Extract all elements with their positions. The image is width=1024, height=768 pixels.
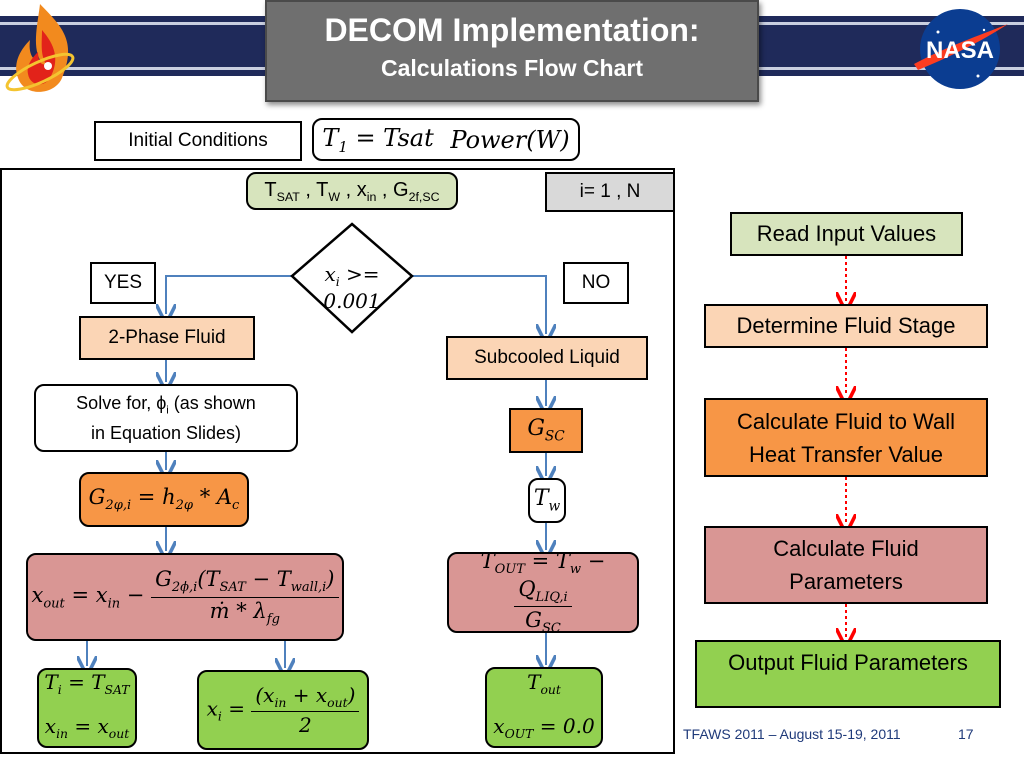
result-xi-box: xi = (xin + xout) 2 <box>197 670 369 750</box>
result-xout: xOUT = 0.0 <box>493 713 595 741</box>
subcooled-liquid-box: Subcooled Liquid <box>446 336 648 380</box>
loop-index-box: i= 1 , N <box>545 172 675 212</box>
slide-subtitle: Calculations Flow Chart <box>381 55 643 81</box>
gsc-box: GSC <box>509 408 583 453</box>
loop-index-label: i= 1 , N <box>579 181 641 202</box>
no-label-box: NO <box>563 262 629 304</box>
step-heat-transfer: Calculate Fluid to Wall Heat Transfer Va… <box>704 398 988 477</box>
page-number: 17 <box>958 726 974 742</box>
slide-title-box: DECOM Implementation: Calculations Flow … <box>265 0 759 102</box>
two-phase-fluid-box: 2-Phase Fluid <box>79 316 255 360</box>
result-tout-box: Tout xOUT = 0.0 <box>485 667 603 748</box>
initial-conditions-label: Initial Conditions <box>128 130 268 151</box>
decision-diamond <box>290 222 414 334</box>
nasa-logo-text: NASA <box>926 37 994 64</box>
yes-label: YES <box>103 272 143 293</box>
solve-phi-line2: in Equation Slides) <box>90 422 242 443</box>
subcooled-liquid-label: Subcooled Liquid <box>474 347 620 368</box>
nasa-logo: NASA <box>914 9 1008 89</box>
footer-text: TFAWS 2011 – August 15-19, 2011 <box>683 726 901 742</box>
arrow-to-subcooled <box>412 275 546 334</box>
g2phi-equation: G2φ,i = h2φ * Ac <box>88 485 240 514</box>
tout-equation-box: TOUT = Tw − QLIQ,i GSC <box>447 549 639 636</box>
step-output: Output Fluid Parameters <box>695 640 1001 708</box>
result-ti: Ti = TSAT <box>44 670 130 697</box>
tout-equation: TOUT = Tw − QLIQ,i GSC <box>480 548 606 637</box>
arrow-to-2phase <box>166 275 292 314</box>
tw-box: Tw <box>528 478 566 523</box>
solve-phi-line1: Solve for, ϕi (as shown <box>76 393 256 417</box>
g2phi-equation-box: G2φ,i = h2φ * Ac <box>79 472 249 527</box>
tw-label: Tw <box>533 486 561 515</box>
xout-equation: xout = xin − G2ϕ,i(TSAT − Twall,i) ṁ * λ… <box>31 567 339 627</box>
initial-conditions-equation: T1 = Tsat Power(W) <box>312 118 580 161</box>
t1-equation: T1 = Tsat <box>322 123 434 156</box>
result-xi: xi = (xin + xout) 2 <box>207 683 360 737</box>
step-fluid-parameters: Calculate Fluid Parameters <box>704 526 988 604</box>
xout-equation-box: xout = xin − G2ϕ,i(TSAT − Twall,i) ṁ * λ… <box>26 553 344 641</box>
no-label: NO <box>581 272 611 293</box>
slide-title: DECOM Implementation: <box>324 12 700 48</box>
decision-condition: xi >= 0.001 <box>323 262 381 313</box>
initial-conditions-label-box: Initial Conditions <box>94 121 302 161</box>
result-xin: xin = xout <box>44 714 130 741</box>
input-variables: TSAT , TW , xin , G2f,SC <box>264 178 440 204</box>
result-tsat-box: Ti = TSAT xin = xout <box>37 668 137 748</box>
result-tout: Tout <box>527 669 561 697</box>
step-determine-stage: Determine Fluid Stage <box>704 304 988 348</box>
tfaws-flame-logo <box>5 4 75 92</box>
input-variables-box: TSAT , TW , xin , G2f,SC <box>246 172 458 210</box>
power-label: Power(W) <box>450 125 570 154</box>
solve-phi-box: Solve for, ϕi (as shown in Equation Slid… <box>34 384 298 452</box>
step-read-input: Read Input Values <box>730 212 963 256</box>
two-phase-fluid-label: 2-Phase Fluid <box>108 327 226 348</box>
yes-label-box: YES <box>90 262 156 304</box>
gsc-label: GSC <box>527 416 565 445</box>
